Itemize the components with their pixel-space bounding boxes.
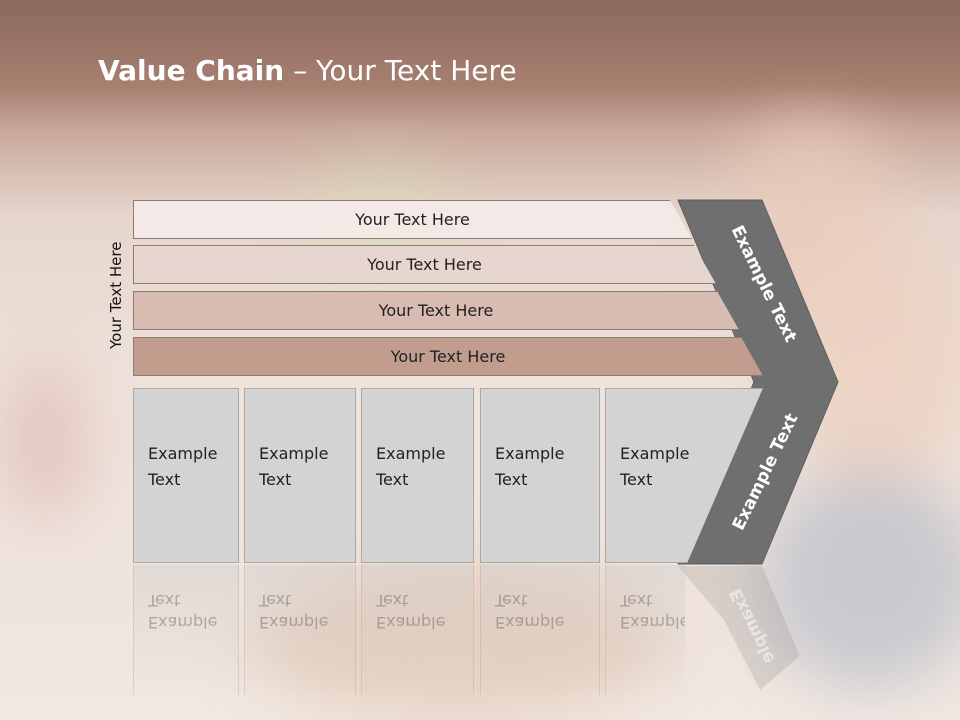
box-line1: Example — [148, 444, 218, 463]
reflection-line1: Example — [376, 613, 446, 632]
box-line2: Text — [148, 470, 181, 489]
box-reflection: Example Text — [480, 565, 600, 695]
title-bold: Value Chain — [98, 54, 285, 87]
reflection-line2: Text — [148, 591, 181, 610]
band-3: Your Text Here — [133, 291, 739, 330]
box-line2: Text — [376, 470, 409, 489]
box-reflection: Example Text — [605, 565, 685, 695]
reflection-line2: Text — [495, 591, 528, 610]
activity-box-3: Example Text — [361, 388, 474, 563]
chevron-reflection — [678, 566, 800, 690]
box-line2: Text — [259, 470, 292, 489]
band-1: Your Text Here — [133, 200, 692, 239]
box-reflection: Example Text — [244, 565, 356, 695]
background-blur-shape — [250, 560, 670, 720]
box-line1: Example — [495, 444, 565, 463]
box-reflection: Example Text — [361, 565, 474, 695]
reflection-line1: Example — [495, 613, 565, 632]
box-reflection: Example Text — [133, 565, 239, 695]
box-line2: Text — [620, 470, 653, 489]
band-label: Your Text Here — [355, 210, 470, 229]
band-label: Your Text Here — [367, 255, 482, 274]
reflection-line1: Example — [620, 613, 685, 632]
background-blur-shape — [760, 470, 960, 690]
background-blur-shape — [0, 360, 90, 520]
band-2: Your Text Here — [133, 245, 716, 284]
band-4: Your Text Here — [133, 337, 763, 376]
box-line1: Example — [376, 444, 446, 463]
title-rest: – Your Text Here — [284, 54, 517, 87]
reflection-line2: Text — [376, 591, 409, 610]
band-label: Your Text Here — [390, 347, 506, 366]
reflection-line2: Text — [620, 591, 653, 610]
slide-title: Value Chain – Your Text Here — [98, 54, 517, 87]
box-line1: Example — [259, 444, 329, 463]
activity-box-2: Example Text — [244, 388, 356, 563]
reflection-line2: Text — [259, 591, 292, 610]
box-line1: Example — [620, 444, 690, 463]
band-label: Your Text Here — [378, 301, 494, 320]
box-line2: Text — [495, 470, 528, 489]
activity-box-1: Example Text — [133, 388, 239, 563]
reflection-line1: Example — [148, 613, 218, 632]
reflection-line1: Example — [259, 613, 329, 632]
activity-box-4: Example Text — [480, 388, 600, 563]
